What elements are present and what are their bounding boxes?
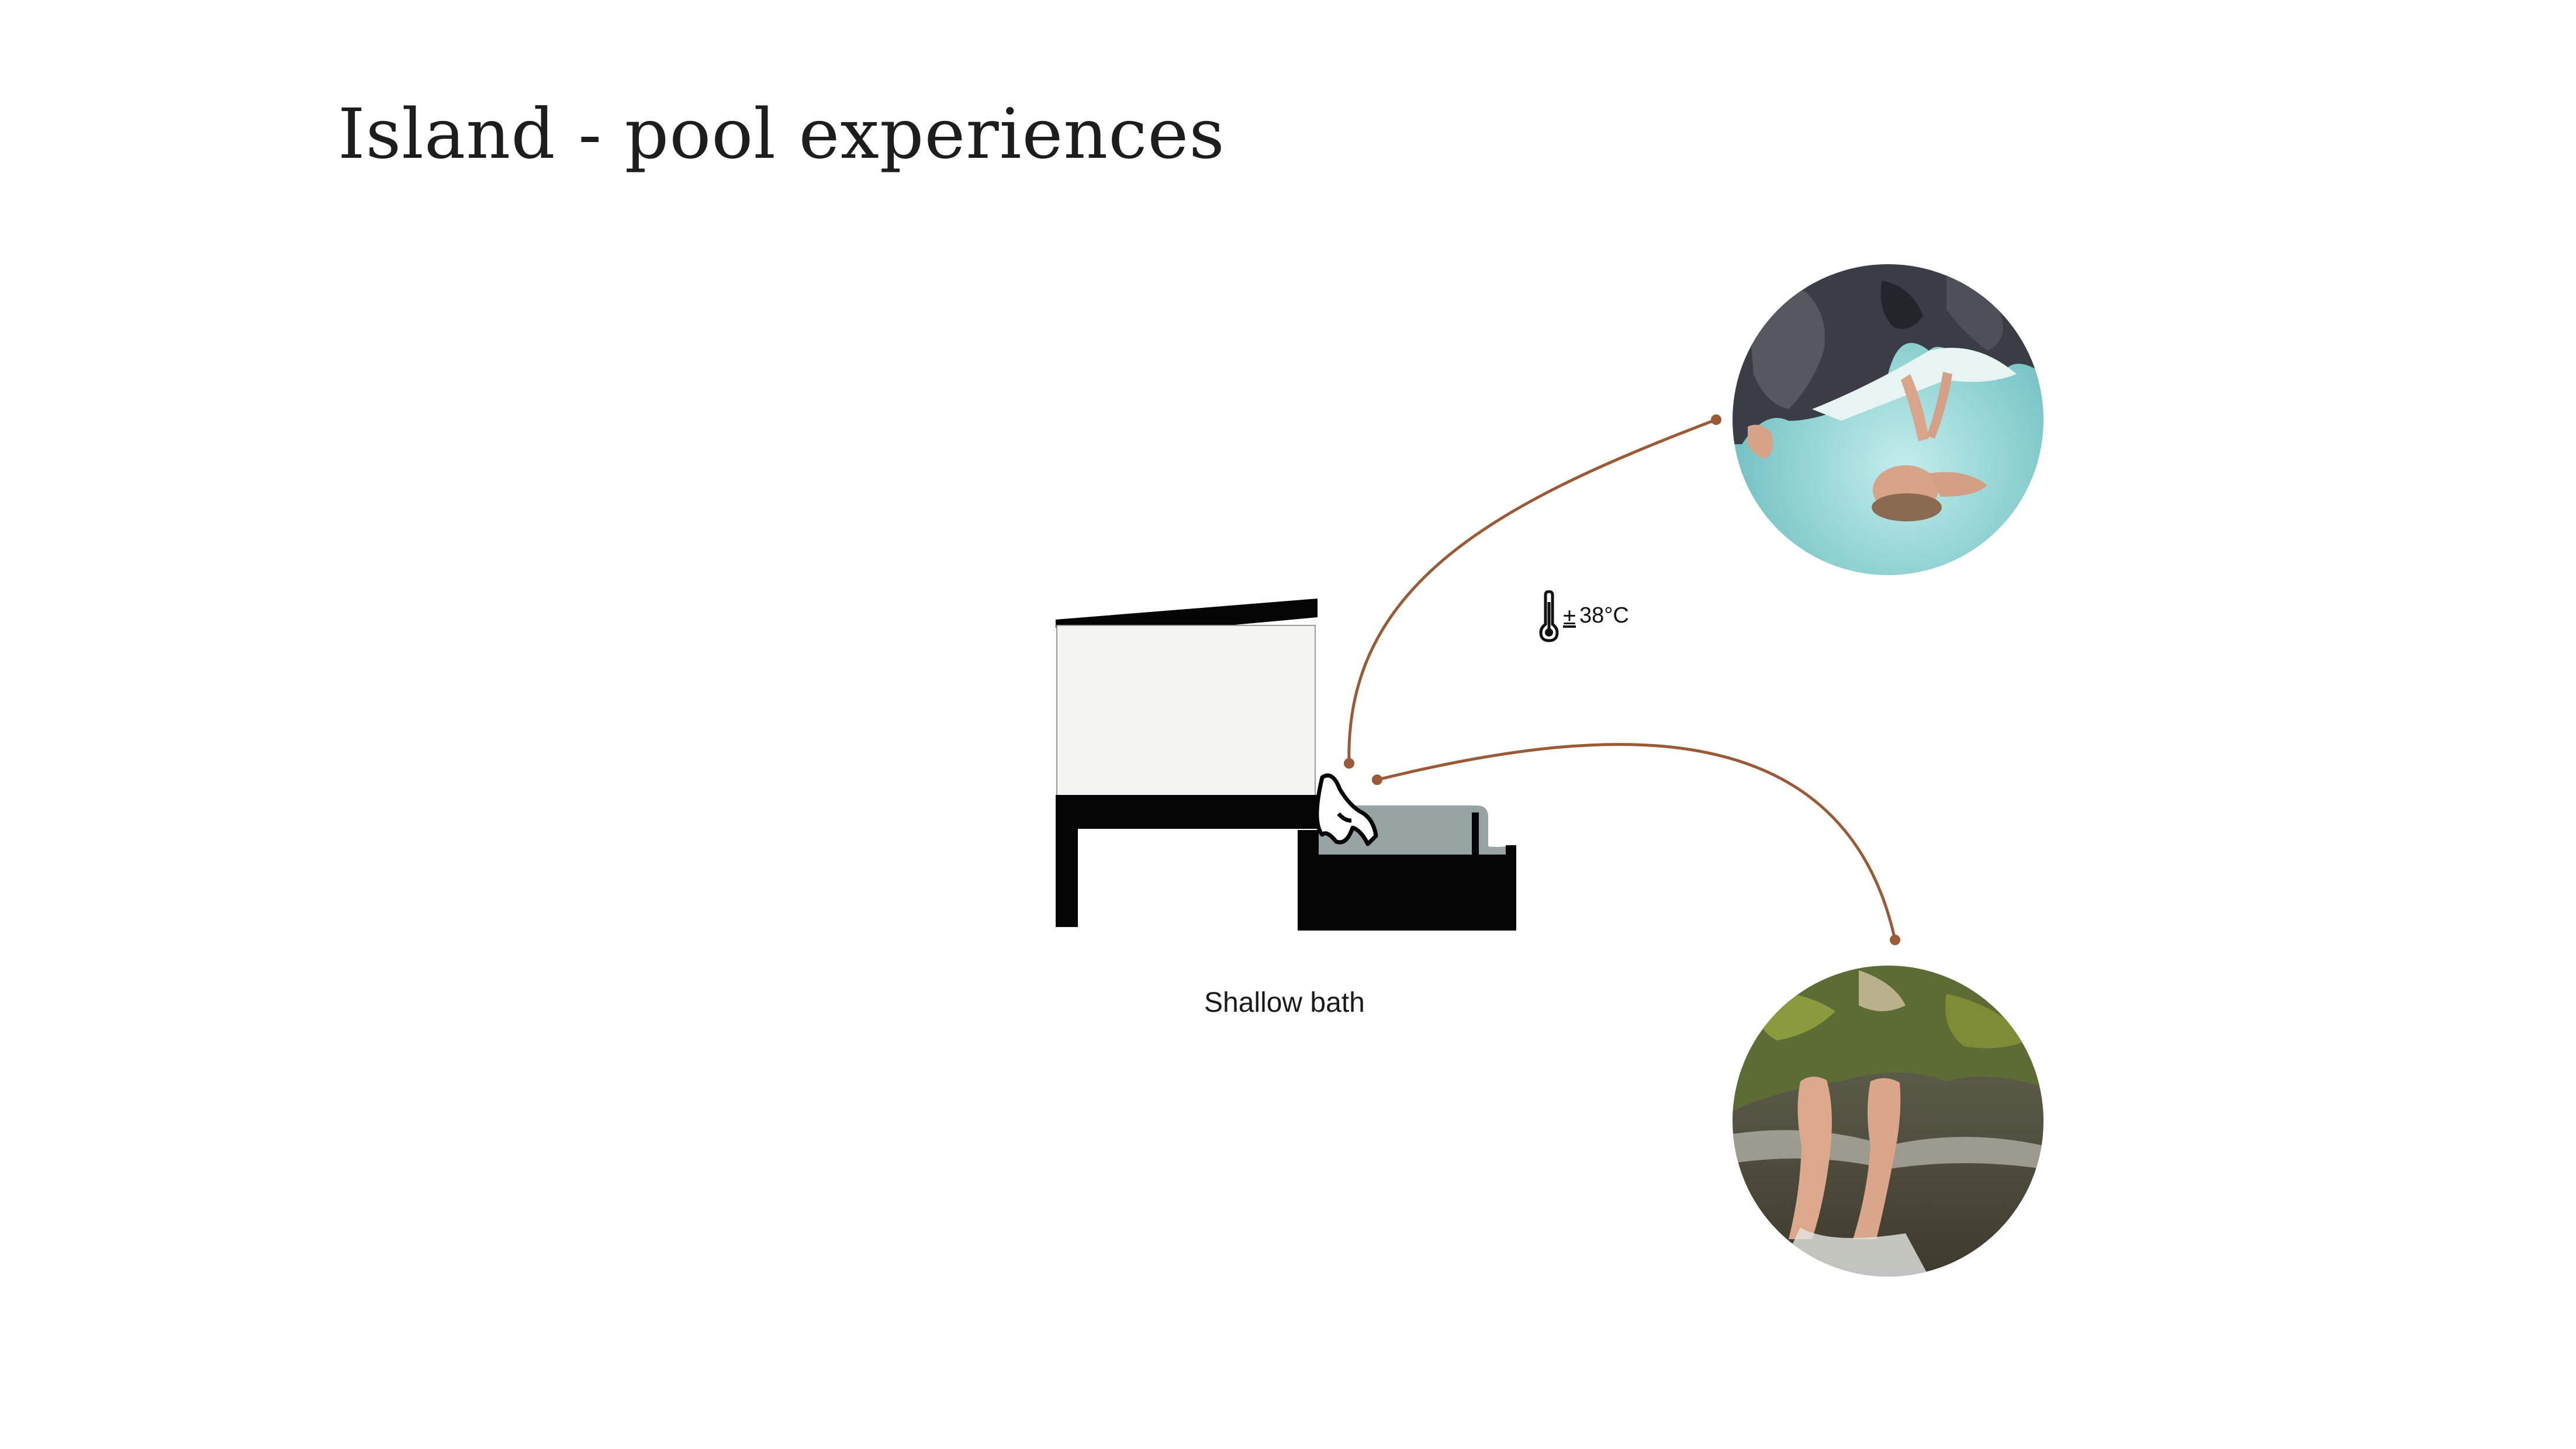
left-support: [1056, 824, 1078, 927]
thermometer-icon: [1539, 590, 1559, 642]
bather-figure-icon: [1315, 773, 1378, 846]
connector-lines: [1347, 418, 1897, 940]
connector-to-pool-photo: [1347, 418, 1717, 764]
building-section: [1056, 599, 1320, 927]
stream-feet-photo: [1733, 966, 2043, 1277]
temperature-value: 38°C: [1579, 603, 1629, 628]
floor-slab: [1056, 795, 1320, 829]
connector-to-stream-photo: [1377, 743, 1897, 940]
temperature-prefix: ±: [1563, 603, 1576, 630]
shallow-bath-caption: Shallow bath: [1204, 987, 1365, 1018]
temperature-label: ± 38°C: [1536, 590, 1629, 643]
page-title: Island - pool experiences: [338, 94, 1225, 174]
connector-dots: [1344, 414, 1900, 945]
pool-divider: [1472, 812, 1479, 856]
glass-wall: [1056, 625, 1316, 797]
pool-basin: [1298, 830, 1516, 931]
roof: [1056, 599, 1318, 632]
geothermal-pool-photo: [1733, 264, 2043, 575]
